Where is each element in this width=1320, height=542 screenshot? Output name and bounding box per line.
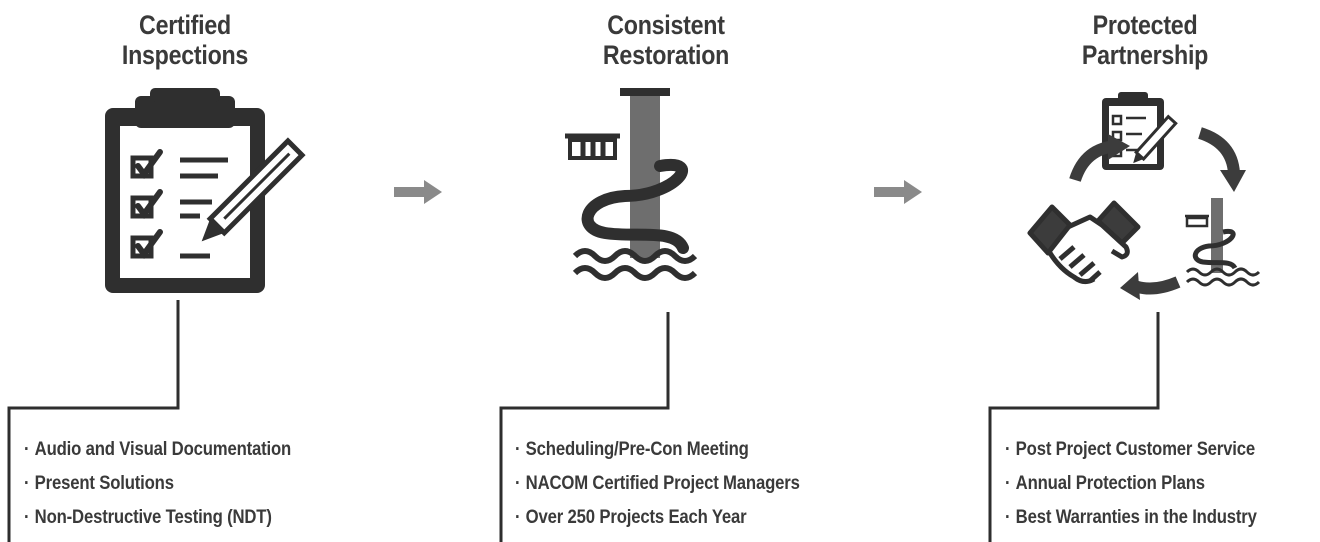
column-2-title-line1: Consistent: [607, 10, 725, 40]
column-2-title: Consistent Restoration: [580, 10, 752, 70]
column-1-title-line1: Certified: [139, 10, 231, 40]
pile-restoration-icon: [565, 88, 698, 281]
column-1-bullets: Audio and Visual Documentation Present S…: [24, 437, 327, 539]
column-1-title: Certified Inspections: [99, 10, 271, 70]
column-3-title-line1: Protected: [1092, 10, 1198, 40]
column-2-bullets: Scheduling/Pre-Con Meeting NACOM Certifi…: [515, 437, 839, 539]
column-3-bullet: Post Project Customer Service: [1005, 437, 1257, 471]
column-3-bullet: Annual Protection Plans: [1005, 471, 1257, 505]
right-arrow-icon: [874, 180, 922, 204]
column-1-connector: [7, 300, 180, 542]
column-3-bullet: Best Warranties in the Industry: [1005, 505, 1257, 539]
column-1-bullet: Audio and Visual Documentation: [24, 437, 292, 471]
column-2-bullet: Scheduling/Pre-Con Meeting: [515, 437, 800, 471]
column-2-bullet: NACOM Certified Project Managers: [515, 471, 800, 505]
column-3-bullets: Post Project Customer Service Annual Pro…: [1005, 437, 1291, 539]
column-3-connector: [988, 312, 1160, 542]
column-2-connector: [499, 312, 670, 542]
column-2-bullet: Over 250 Projects Each Year: [515, 505, 800, 539]
column-1-bullet: Present Solutions: [24, 471, 291, 505]
column-2-title-line2: Restoration: [602, 40, 730, 70]
right-arrow-icon: [394, 180, 442, 204]
column-1-bullet: Non-Destructive Testing (NDT): [24, 505, 291, 539]
column-1-title-line2: Inspections: [121, 40, 249, 70]
clipboard-checklist-icon: [105, 88, 306, 293]
column-3-title-line2: Partnership: [1081, 40, 1209, 70]
column-3-title: Protected Partnership: [1059, 10, 1231, 70]
partnership-cycle-icon: [1027, 92, 1261, 300]
